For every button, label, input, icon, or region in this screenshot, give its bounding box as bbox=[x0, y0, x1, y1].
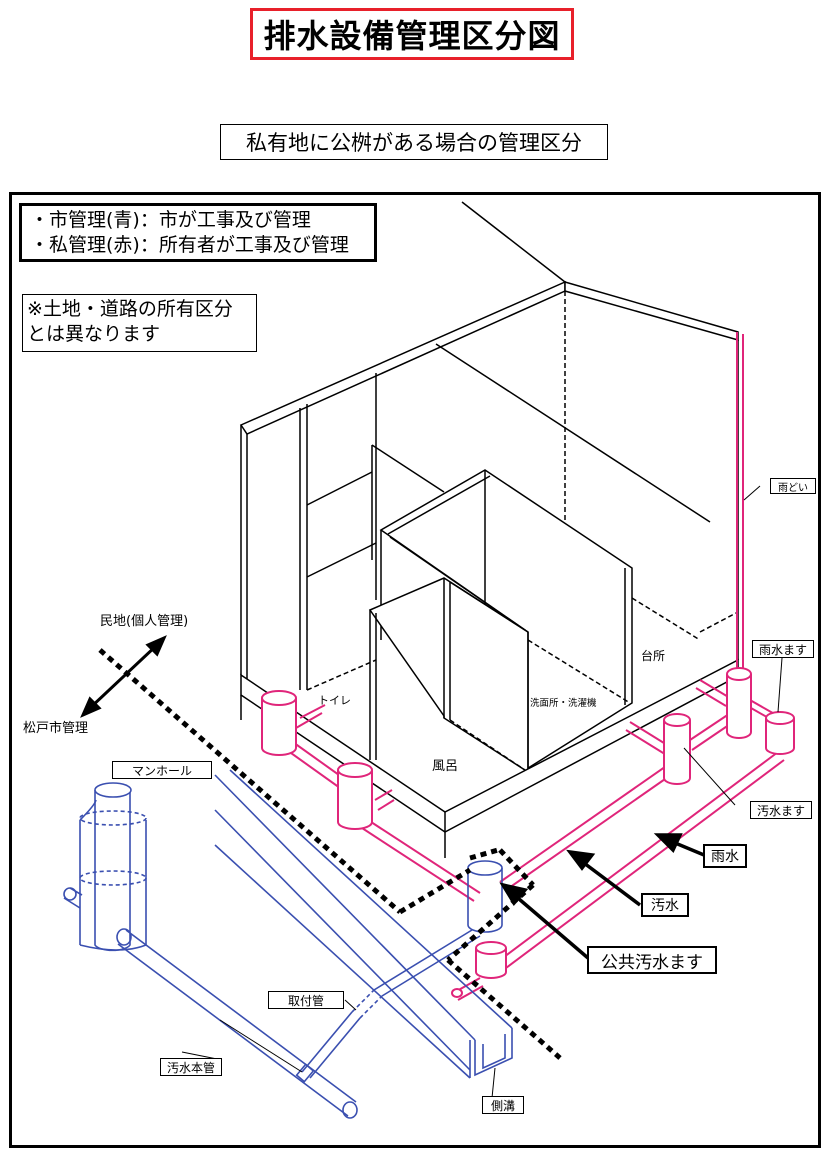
diagram-frame bbox=[9, 192, 821, 1148]
connection-pipe-callout: 取付管 bbox=[268, 991, 344, 1009]
note-line-1: ※土地・道路の所有区分 bbox=[27, 298, 233, 320]
house-drawing bbox=[239, 201, 739, 858]
manhole-callout: マンホール bbox=[112, 761, 212, 779]
washroom-label: 洗面所・洗濯機 bbox=[530, 697, 597, 709]
sewage-basin-callout: 汚水ます bbox=[750, 801, 812, 819]
page-title: 排水設備管理区分図 bbox=[250, 8, 574, 60]
legend-city: ・市管理(青)：市が工事及び管理 bbox=[30, 209, 311, 231]
toilet-label: トイレ bbox=[318, 694, 351, 707]
side-ditch-callout: 側溝 bbox=[482, 1096, 524, 1114]
private-land-label: 民地(個人管理) bbox=[100, 614, 188, 629]
page-subtitle: 私有地に公桝がある場合の管理区分 bbox=[220, 124, 608, 160]
kitchen-label: 台所 bbox=[641, 648, 665, 663]
public-basin-callout: 公共汚水ます bbox=[587, 946, 717, 974]
main-pipe-callout: 汚水本管 bbox=[160, 1058, 222, 1076]
rainwater-callout: 雨水 bbox=[703, 844, 747, 868]
legend: ・市管理(青)：市が工事及び管理 ・私管理(赤)：所有者が工事及び管理 bbox=[19, 203, 377, 262]
legend-private: ・私管理(赤)：所有者が工事及び管理 bbox=[30, 234, 349, 256]
city-managed-label: 松戸市管理 bbox=[23, 720, 88, 736]
bath-label: 風呂 bbox=[432, 759, 458, 774]
thick-arrows bbox=[499, 833, 705, 960]
rain-basin-callout: 雨水ます bbox=[752, 640, 814, 658]
note: ※土地・道路の所有区分 とは異なります bbox=[22, 294, 257, 352]
downspout-callout: 雨どい bbox=[770, 478, 816, 494]
private-basins bbox=[261, 667, 795, 998]
note-line-2: とは異なります bbox=[27, 323, 161, 345]
double-arrow bbox=[80, 635, 167, 718]
boundary-line bbox=[98, 648, 562, 1060]
sewage-callout: 汚水 bbox=[641, 893, 689, 917]
city-pipes bbox=[63, 769, 513, 1119]
private-pipes bbox=[283, 332, 785, 1001]
